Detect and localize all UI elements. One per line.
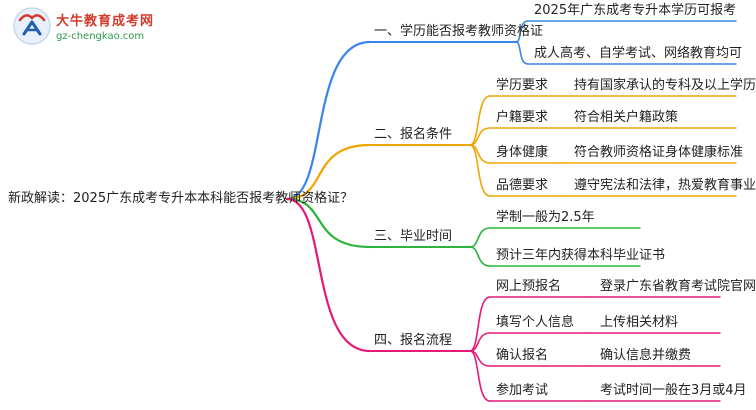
branch-4-leaf-1-connector	[469, 296, 491, 352]
branch-3-label: 三、毕业时间	[374, 229, 453, 244]
branch-4-leaf-4: 参加考试	[496, 383, 549, 398]
branch-4-leaf-2: 填写个人信息	[496, 315, 575, 330]
branch-2-leaf-4-connector	[469, 144, 491, 197]
branch-4-leaf-3: 确认报名	[496, 348, 549, 363]
root-topic: 新政解读：2025广东成考专升本本科能否报考教师资格证？	[8, 191, 354, 206]
branch-4-leaf-4-detail: 考试时间一般在3月或4月	[600, 383, 747, 398]
branch-2-leaf-4: 品德要求	[496, 178, 549, 193]
branch-2-leaf-2-detail: 符合相关户籍政策	[574, 110, 679, 125]
branch-2-label: 二、报名条件	[374, 127, 453, 142]
branch-1-leaf-1-connector	[515, 20, 529, 43]
branch-2-connector	[285, 143, 372, 201]
branch-3-leaf-2: 预计三年内获得本科毕业证书	[496, 248, 666, 263]
site-logo: 大牛教育成考网 gz-chengkao.com	[12, 6, 172, 52]
branch-2-leaf-4-detail: 遵守宪法和法律，热爱教育事业	[574, 178, 756, 193]
branch-4-leaf-2-detail: 上传相关材料	[600, 315, 679, 330]
branch-3-leaf-2-connector	[469, 246, 491, 267]
branch-3-leaf-1-connector	[469, 227, 491, 248]
logo-emblem-icon	[13, 7, 51, 45]
logo-url: gz-chengkao.com	[56, 31, 145, 42]
branch-4-leaf-4-connector	[469, 350, 491, 402]
logo-name: 大牛教育成考网	[56, 14, 155, 29]
branch-1-connector	[285, 40, 372, 201]
branch-4-leaf-1: 网上预报名	[496, 279, 562, 294]
branch-4-leaf-3-detail: 确认信息并缴费	[600, 348, 692, 363]
branch-2-leaf-1: 学历要求	[496, 78, 549, 93]
branch-1-leaf-2: 成人高考、自学考试、网络教育均可	[534, 46, 743, 61]
branch-3-leaf-1: 学制一般为2.5年	[496, 210, 595, 225]
branch-4-connector	[285, 197, 372, 353]
branch-3-connector	[285, 197, 372, 249]
branch-2-leaf-2: 户籍要求	[496, 110, 549, 125]
branch-2-leaf-1-detail: 持有国家承认的专科及以上学历	[574, 78, 756, 93]
branch-1-leaf-2-connector	[515, 41, 529, 65]
branch-2-leaf-1-connector	[469, 95, 491, 146]
branch-4-label: 四、报名流程	[374, 333, 453, 348]
branch-2-leaf-3: 身体健康	[496, 145, 549, 160]
branch-4-leaf-1-detail: 登录广东省教育考试院官网	[600, 279, 756, 294]
branch-1-label: 一、学历能否报考教师资格证	[374, 24, 544, 39]
branch-2-leaf-3-detail: 符合教师资格证身体健康标准	[574, 145, 744, 160]
branch-1-leaf-1: 2025年广东成考专升本学历可报考	[534, 3, 737, 18]
